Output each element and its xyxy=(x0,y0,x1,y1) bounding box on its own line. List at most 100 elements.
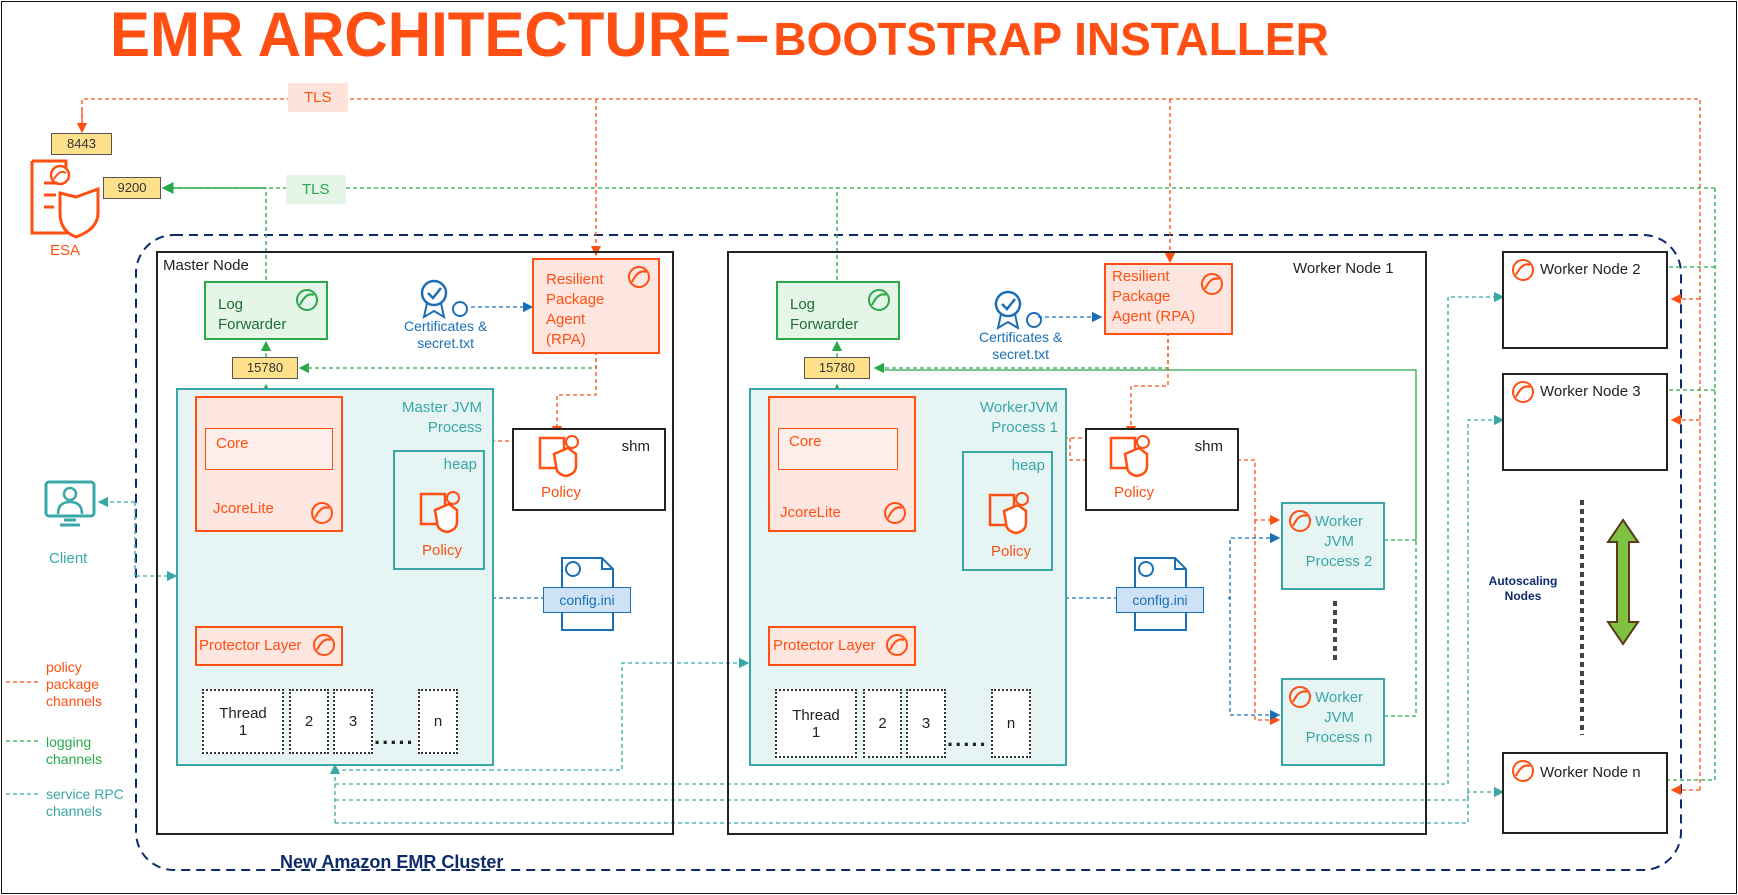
worker1-heap-box: heap Policy xyxy=(962,451,1053,571)
master-node-box xyxy=(156,251,674,835)
master-heap-box: heap Policy xyxy=(393,450,485,570)
master-jcorelite-box: Core JcoreLite xyxy=(195,396,343,532)
master-shm-policy-label: Policy xyxy=(541,484,582,501)
worker-node-2-label: Worker Node 2 xyxy=(1540,261,1641,278)
worker1-shm-label: shm xyxy=(1194,438,1223,455)
esa-port-9200: 9200 xyxy=(103,177,161,199)
master-jvm-label: Master JVM Process xyxy=(401,399,482,436)
worker1-rpa-label: Resilient Package Agent (RPA) xyxy=(1112,268,1196,325)
worker1-heap-policy-label: Policy xyxy=(991,543,1032,560)
cluster-label: New Amazon EMR Cluster xyxy=(280,852,504,872)
worker1-heap-label: heap xyxy=(1011,457,1045,474)
esa-port-8443: 8443 xyxy=(51,133,112,155)
master-log-forwarder-label: Log Forwarder xyxy=(218,296,287,333)
master-heap-policy-label: Policy xyxy=(422,542,463,559)
client-monitor-user-icon xyxy=(44,480,96,527)
esa-icon xyxy=(30,159,100,239)
tls-label-logging: TLS xyxy=(286,175,346,204)
master-port-15780: 15780 xyxy=(232,357,298,379)
autoscaling-label: Autoscaling Nodes xyxy=(1488,574,1558,603)
worker1-shm-policy-label: Policy xyxy=(1114,484,1155,501)
master-shm-label: shm xyxy=(621,438,650,455)
policy-icon xyxy=(538,435,579,478)
policy-icon xyxy=(419,491,460,534)
protegrity-logo-icon xyxy=(1289,686,1311,708)
protegrity-logo-icon xyxy=(1512,381,1534,403)
legend-policy: policy package channels xyxy=(46,659,103,709)
master-protector-layer: Protector Layer xyxy=(195,626,343,666)
worker-node-3-box: Worker Node 3 xyxy=(1502,373,1668,471)
protegrity-logo-icon xyxy=(628,266,650,288)
master-thread-ellipsis: ..... xyxy=(374,724,415,749)
protegrity-logo-icon xyxy=(1512,760,1534,782)
master-jcorelite-label: JcoreLite xyxy=(213,500,274,517)
protegrity-logo-icon xyxy=(1289,510,1311,532)
worker-node-1-box xyxy=(727,251,1427,835)
worker-node-n-box: Worker Node n xyxy=(1502,752,1668,834)
tls-label-policy: TLS xyxy=(288,83,348,112)
worker1-jvm-process-n: Worker JVM Process n xyxy=(1281,678,1385,766)
worker1-jvmn-label: Worker JVM Process n xyxy=(1305,689,1373,746)
worker1-jcorelite-box: Core JcoreLite xyxy=(768,396,916,532)
protegrity-logo-icon xyxy=(1201,273,1223,295)
worker1-protector-layer: Protector Layer xyxy=(768,626,916,666)
title-sub: BOOTSTRAP INSTALLER xyxy=(773,13,1329,65)
worker1-jcorelite-label: JcoreLite xyxy=(780,504,841,521)
worker1-core-label: Core xyxy=(789,433,822,450)
legend-logging: logging channels xyxy=(46,734,103,767)
worker1-thread-3: 3 xyxy=(906,689,946,758)
legend-rpc: service RPC channels xyxy=(46,786,124,819)
protegrity-logo-icon xyxy=(1512,259,1534,281)
worker1-log-forwarder-label: Log Forwarder xyxy=(790,296,859,333)
worker1-jvm2-label: Worker JVM Process 2 xyxy=(1305,513,1373,570)
worker1-thread-2: 2 xyxy=(863,689,902,758)
worker1-jvm-process-2: Worker JVM Process 2 xyxy=(1281,502,1385,590)
worker1-thread-n: n xyxy=(991,689,1031,758)
worker1-log-forwarder: Log Forwarder xyxy=(776,281,900,340)
protegrity-logo-icon xyxy=(886,634,908,656)
title-main: EMR ARCHITECTURE xyxy=(110,0,732,70)
protegrity-logo-icon xyxy=(311,502,333,524)
master-protector-label: Protector Layer xyxy=(199,637,302,654)
protegrity-logo-icon xyxy=(296,289,318,311)
worker1-rpa: Resilient Package Agent (RPA) xyxy=(1104,263,1233,335)
worker1-shm-box: shm Policy xyxy=(1085,428,1239,511)
master-rpa-label: Resilient Package Agent (RPA) xyxy=(546,271,605,348)
master-certificates-label: Certificates & secret.txt xyxy=(404,318,488,351)
cluster-boundary xyxy=(135,234,1682,871)
worker-node-1-title: Worker Node 1 xyxy=(1293,260,1394,277)
master-core-box: Core xyxy=(205,428,333,470)
master-config-file: config.ini xyxy=(543,557,631,631)
worker1-config-label: config.ini xyxy=(1116,587,1204,613)
worker1-protector-label: Protector Layer xyxy=(773,637,876,654)
worker1-core-box: Core xyxy=(778,428,898,470)
worker-node-3-label: Worker Node 3 xyxy=(1540,383,1641,400)
worker1-thread-1: Thread 1 xyxy=(775,689,857,758)
master-thread-n: n xyxy=(418,689,458,754)
title-dash: – xyxy=(735,0,769,70)
master-thread-1: Thread 1 xyxy=(202,689,284,754)
protegrity-logo-icon xyxy=(884,502,906,524)
master-thread-3: 3 xyxy=(333,689,373,754)
master-log-forwarder: Log Forwarder xyxy=(204,281,328,340)
double-arrow-icon xyxy=(1606,518,1640,646)
policy-icon xyxy=(988,492,1029,535)
worker1-thread-ellipsis: ..... xyxy=(947,726,988,751)
protegrity-logo-icon xyxy=(868,289,890,311)
worker1-jvm-label: WorkerJVM Process 1 xyxy=(979,399,1058,436)
policy-icon xyxy=(1109,435,1150,478)
master-thread-2: 2 xyxy=(289,689,329,754)
master-core-label: Core xyxy=(216,435,249,452)
client-label: Client xyxy=(49,550,88,567)
master-shm-box: shm Policy xyxy=(512,428,666,511)
master-config-label: config.ini xyxy=(543,587,631,613)
master-certificates-badge-icon xyxy=(420,279,468,320)
worker1-certificates-label: Certificates & secret.txt xyxy=(979,329,1063,362)
worker-node-n-label: Worker Node n xyxy=(1540,764,1641,781)
esa-label: ESA xyxy=(50,242,81,259)
page-title: EMR ARCHITECTURE – BOOTSTRAP INSTALLER xyxy=(110,0,1329,70)
worker1-certificates-badge-icon xyxy=(994,290,1042,331)
